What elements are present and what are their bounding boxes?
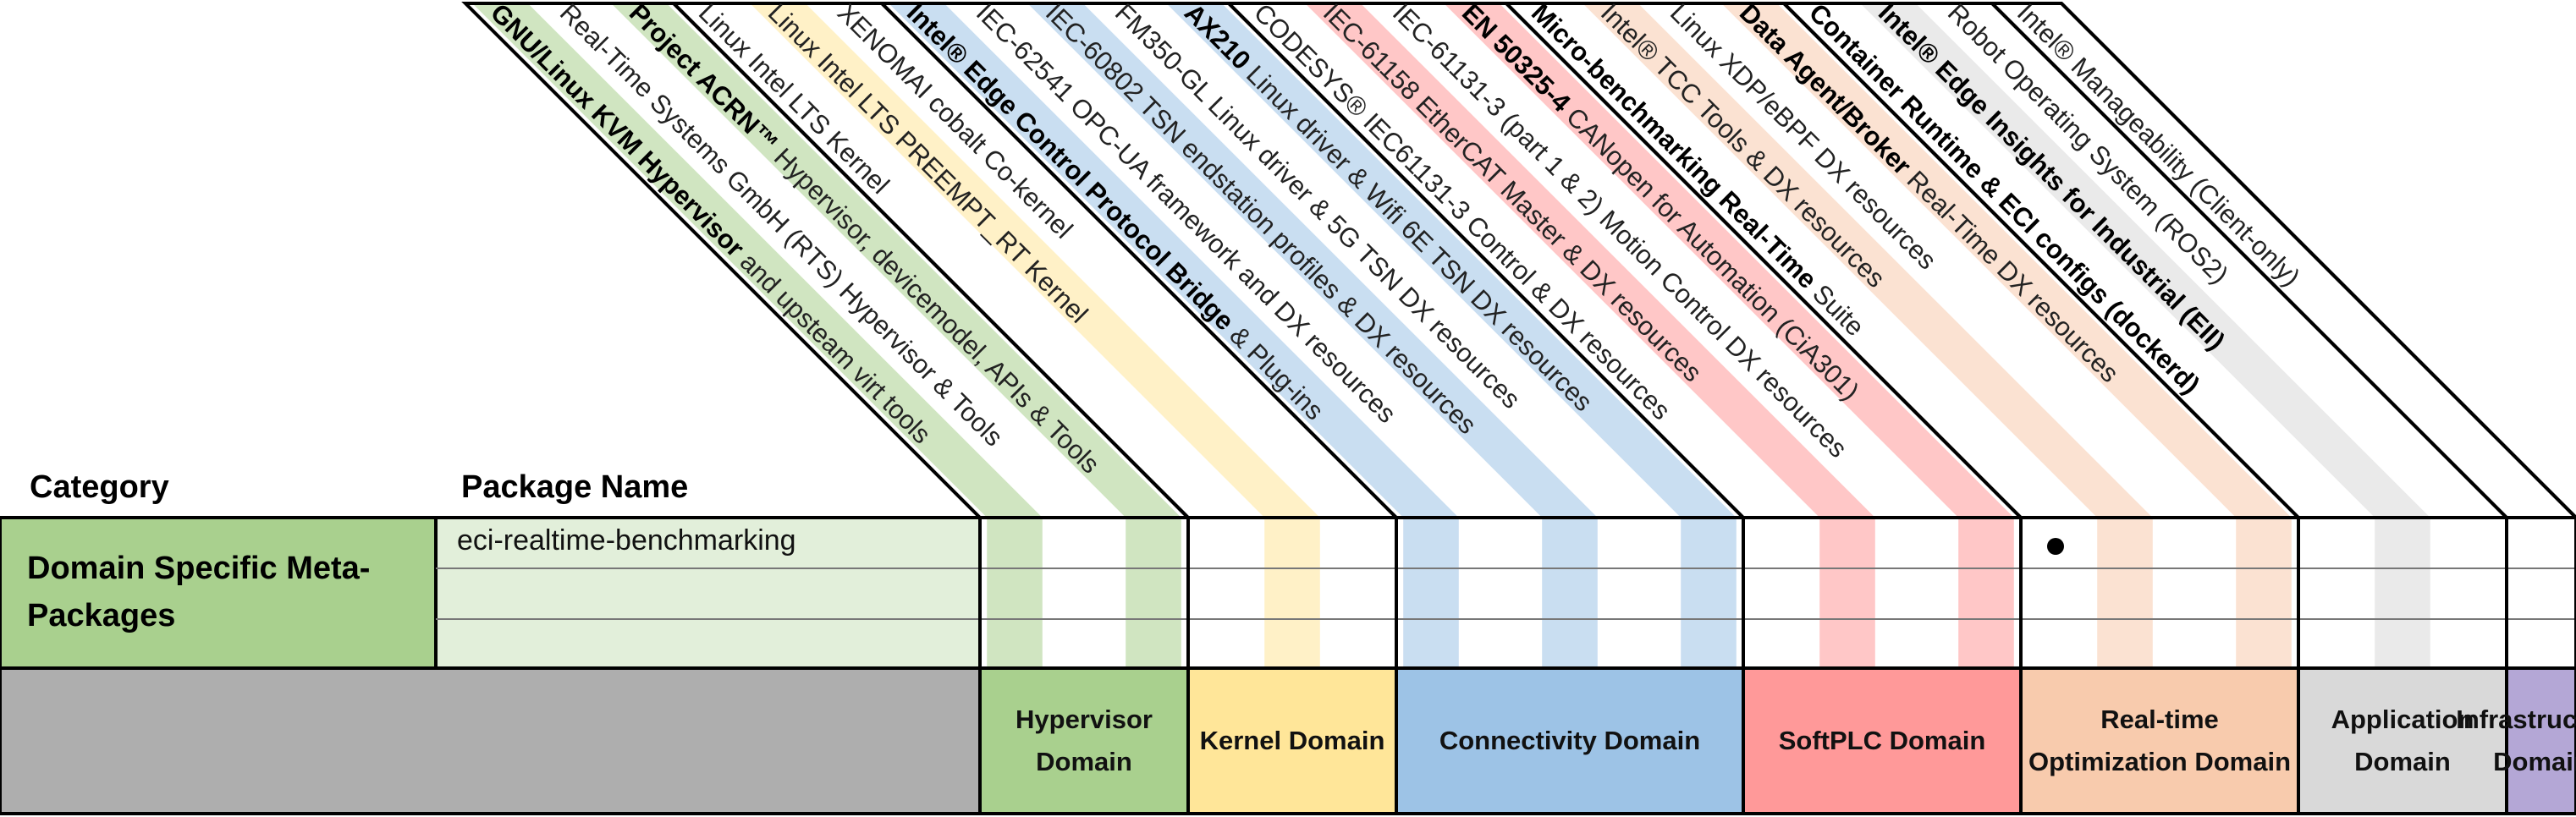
domain-label-application: Application Domain bbox=[2331, 705, 2474, 776]
header-stripe bbox=[1860, 3, 2430, 518]
header-right-edge bbox=[2060, 2, 2576, 519]
column-stripe bbox=[1403, 518, 1459, 668]
domain-label-realtime: Real-time Optimization Domain bbox=[2028, 705, 2291, 776]
header-stripe bbox=[1721, 3, 2292, 518]
category-cell-label: Domain Specific Meta-Packages bbox=[27, 550, 371, 633]
category-header: Category bbox=[30, 469, 169, 505]
inclusion-bullet bbox=[2047, 538, 2064, 555]
header-stripe bbox=[1305, 3, 1875, 518]
domain-row-cell bbox=[2505, 516, 2576, 670]
header-stripe bbox=[1582, 3, 2153, 518]
domain-label-hypervisor: Hypervisor Domain bbox=[1016, 705, 1153, 776]
column-stripe bbox=[2375, 518, 2430, 668]
domain-legend-cell bbox=[2297, 666, 2508, 815]
domain-label-infrastructure: Infrastructure Domain bbox=[2456, 705, 2576, 776]
legend-blank-cell bbox=[0, 666, 982, 815]
column-stripe bbox=[2236, 518, 2292, 668]
package-cell bbox=[434, 516, 982, 670]
domain-label-connectivity: Connectivity Domain bbox=[1439, 726, 1701, 755]
domain-legend-cell bbox=[1395, 666, 1745, 815]
column-stripe bbox=[1819, 518, 1875, 668]
domain-legend-cell bbox=[2505, 666, 2576, 815]
domain-label-kernel: Kernel Domain bbox=[1199, 726, 1385, 755]
column-stripe bbox=[1264, 518, 1320, 668]
domain-legend-cell bbox=[1186, 666, 1398, 815]
header-stripe bbox=[611, 3, 1181, 518]
category-cell bbox=[0, 516, 438, 670]
header-stripe bbox=[889, 3, 1459, 518]
domain-legend-cell bbox=[1742, 666, 2023, 815]
column-stripe bbox=[1958, 518, 2014, 668]
header-stripe bbox=[1166, 3, 1737, 518]
header-stripe bbox=[472, 3, 1043, 518]
package-name-cell: eci-realtime-benchmarking bbox=[457, 524, 796, 557]
domain-legend-cell bbox=[2019, 666, 2300, 815]
package-name-header: Package Name bbox=[461, 469, 689, 505]
column-stripe bbox=[2097, 518, 2153, 668]
column-stripe bbox=[1126, 518, 1181, 668]
domain-label-softplc: SoftPLC Domain bbox=[1778, 726, 1986, 755]
header-stripe bbox=[1444, 3, 2014, 518]
header-stripe bbox=[1027, 3, 1598, 518]
column-stripe bbox=[1542, 518, 1598, 668]
column-stripe bbox=[987, 518, 1043, 668]
column-stripe bbox=[1681, 518, 1737, 668]
header-stripe bbox=[750, 3, 1320, 518]
